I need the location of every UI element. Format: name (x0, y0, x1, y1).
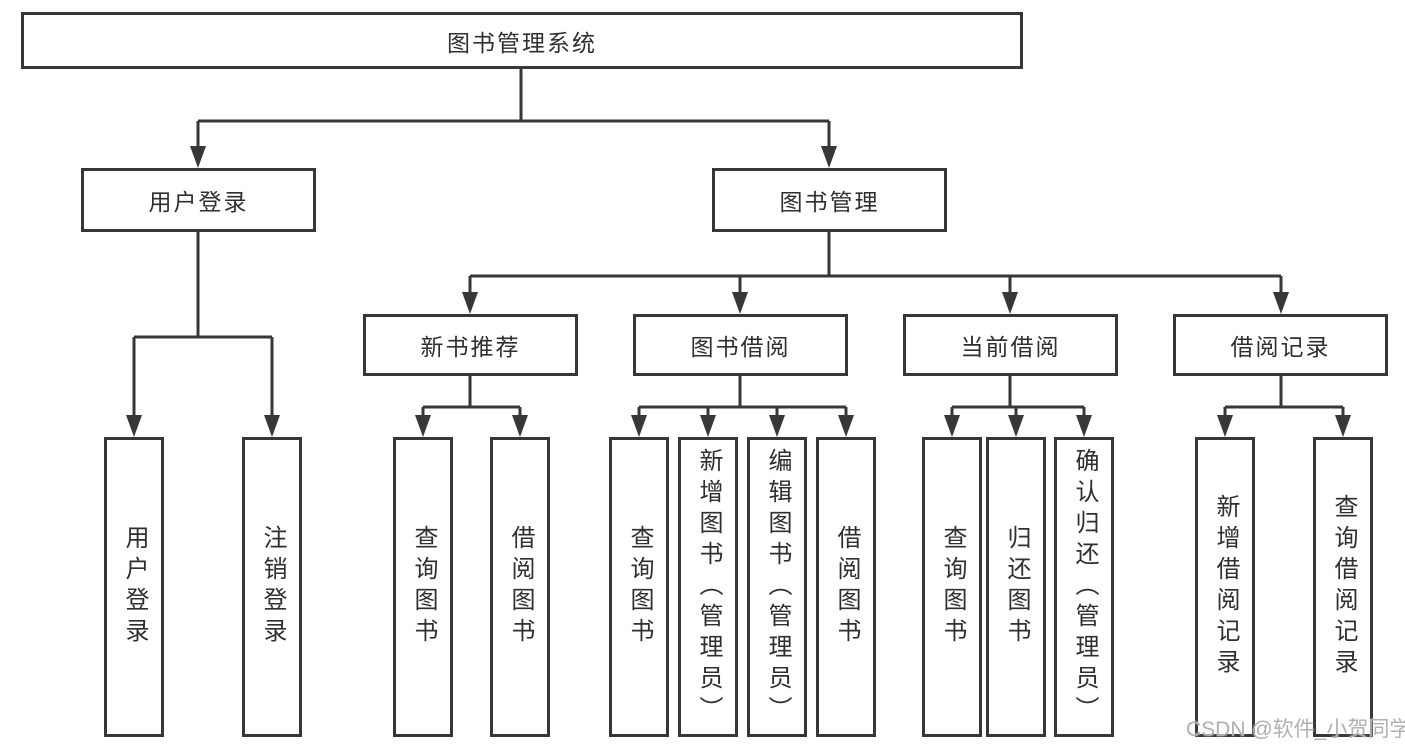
leaf-query-borrow-record: 查询借阅记录 (1313, 437, 1373, 737)
leaf-borrow-book-recommend: 借阅图书 (490, 437, 550, 737)
node-current-borrowing-label: 当前借阅 (960, 334, 1061, 360)
arrowhead (700, 415, 716, 437)
leaf-query-book-current: 查询图书 (922, 437, 982, 737)
node-user-login: 用户登录 (81, 168, 316, 232)
arrowhead (126, 415, 142, 437)
leaf-query-book-recommend: 查询图书 (393, 437, 453, 737)
arrowhead (838, 415, 854, 437)
arrowhead (821, 146, 837, 168)
node-book-borrowing-label: 图书借阅 (690, 334, 791, 360)
arrowhead (415, 415, 431, 437)
leaf-logout-login: 注销登录 (242, 437, 302, 737)
arrowhead (1273, 292, 1289, 314)
leaf-edit-book-admin-label: 编辑图书（管理员） (764, 447, 791, 727)
arrowhead (1002, 292, 1018, 314)
leaf-add-book-admin-label: 新增图书（管理员） (695, 447, 722, 727)
leaf-query-book-borrowing-label: 查询图书 (626, 525, 653, 649)
arrowhead (1217, 415, 1233, 437)
leaf-add-borrow-record-label: 新增借阅记录 (1212, 494, 1239, 680)
arrowhead (769, 415, 785, 437)
leaf-confirm-return-admin-label: 确认归还（管理员） (1071, 447, 1098, 727)
leaf-add-borrow-record: 新增借阅记录 (1195, 437, 1255, 737)
watermark-text: CSDN @软件_小贺同学 (1186, 718, 1405, 741)
leaf-logout-login-label: 注销登录 (259, 525, 286, 649)
leaf-return-book: 归还图书 (986, 437, 1046, 737)
leaf-add-book-admin: 新增图书（管理员） (678, 437, 738, 737)
arrowhead (512, 415, 528, 437)
node-borrowing-records: 借阅记录 (1173, 314, 1388, 376)
arrowhead (944, 415, 960, 437)
leaf-query-book-current-label: 查询图书 (939, 525, 966, 649)
arrowhead (732, 292, 748, 314)
node-new-book-recommend-label: 新书推荐 (420, 334, 521, 360)
leaf-borrow-book: 借阅图书 (816, 437, 876, 737)
leaf-edit-book-admin: 编辑图书（管理员） (747, 437, 807, 737)
node-root: 图书管理系统 (21, 12, 1023, 69)
node-book-borrowing: 图书借阅 (633, 314, 848, 376)
arrowhead (462, 292, 478, 314)
leaf-query-book-recommend-label: 查询图书 (410, 525, 437, 649)
leaf-query-book-borrowing: 查询图书 (609, 437, 669, 737)
arrowhead (1335, 415, 1351, 437)
leaf-user-login: 用户登录 (104, 437, 164, 737)
arrowhead (1008, 415, 1024, 437)
leaf-query-borrow-record-label: 查询借阅记录 (1330, 494, 1357, 680)
node-new-book-recommend: 新书推荐 (363, 314, 578, 376)
arrowhead (264, 415, 280, 437)
node-user-login-label: 用户登录 (148, 189, 249, 215)
node-book-management: 图书管理 (712, 168, 947, 232)
leaf-confirm-return-admin: 确认归还（管理员） (1054, 437, 1114, 737)
arrowhead (1076, 415, 1092, 437)
node-current-borrowing: 当前借阅 (903, 314, 1118, 376)
leaf-borrow-book-recommend-label: 借阅图书 (507, 525, 534, 649)
node-borrowing-records-label: 借阅记录 (1230, 334, 1331, 360)
arrowhead (631, 415, 647, 437)
leaf-borrow-book-label: 借阅图书 (833, 525, 860, 649)
leaf-user-login-label: 用户登录 (121, 525, 148, 649)
node-book-management-label: 图书管理 (779, 189, 880, 215)
node-root-label: 图书管理系统 (447, 29, 597, 56)
arrowhead (190, 146, 206, 168)
leaf-return-book-label: 归还图书 (1003, 525, 1030, 649)
